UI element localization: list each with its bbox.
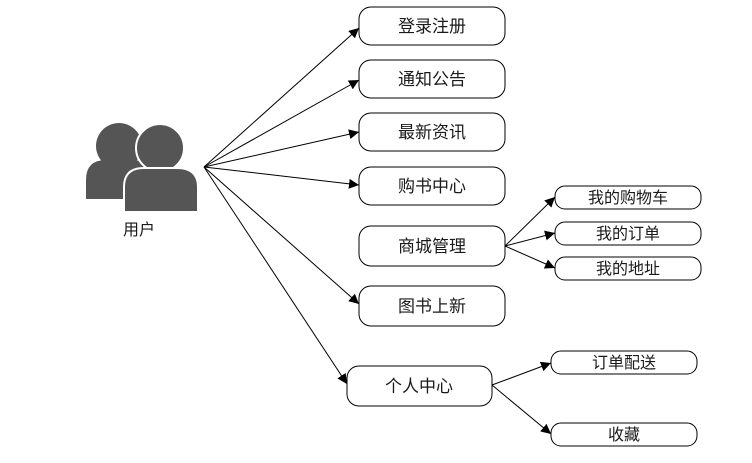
edge-to-cart-center	[203, 166, 360, 189]
edge-to-personal	[203, 166, 348, 385]
node-news: 最新资讯	[358, 112, 506, 152]
node-my-orders: 我的订单	[554, 221, 702, 246]
node-new-books: 图书上新	[358, 285, 506, 327]
user-group-icon	[86, 123, 199, 213]
edge-to-new-books	[203, 166, 360, 305]
node-my-cart: 我的购物车	[554, 185, 702, 210]
node-mall-label: 商城管理	[398, 237, 466, 257]
node-cart-center-label: 购书中心	[398, 177, 466, 197]
node-cart-center: 购书中心	[358, 166, 506, 206]
edge-to-notice	[203, 79, 360, 168]
node-login-label: 登录注册	[398, 17, 466, 37]
edge-to-login	[203, 27, 360, 168]
edge-to-my-cart	[504, 196, 556, 247]
node-delivery: 订单配送	[550, 350, 698, 375]
mall-edges	[504, 196, 556, 269]
node-mall: 商城管理	[358, 225, 506, 267]
edge-to-my-orders	[504, 230, 556, 247]
edge-to-delivery	[491, 361, 552, 386]
node-my-orders-label: 我的订单	[596, 224, 660, 243]
edge-to-favorites	[491, 384, 552, 435]
edge-to-my-address	[504, 245, 556, 269]
node-delivery-label: 订单配送	[592, 353, 656, 372]
actor-label: 用户	[123, 220, 155, 239]
node-my-address-label: 我的地址	[596, 259, 660, 278]
node-news-label: 最新资讯	[398, 123, 466, 143]
actor-edges	[203, 27, 360, 385]
node-personal-label: 个人中心	[385, 377, 453, 397]
node-notice: 通知公告	[358, 59, 506, 99]
node-personal: 个人中心	[346, 365, 493, 407]
node-notice-label: 通知公告	[398, 70, 466, 90]
node-favorites-label: 收藏	[608, 425, 640, 444]
personal-edges	[491, 361, 552, 435]
node-login: 登录注册	[358, 6, 506, 46]
node-favorites: 收藏	[550, 422, 698, 447]
node-new-books-label: 图书上新	[398, 297, 466, 317]
node-my-address: 我的地址	[554, 256, 702, 281]
node-my-cart-label: 我的购物车	[588, 188, 668, 207]
edge-to-news	[203, 129, 360, 168]
